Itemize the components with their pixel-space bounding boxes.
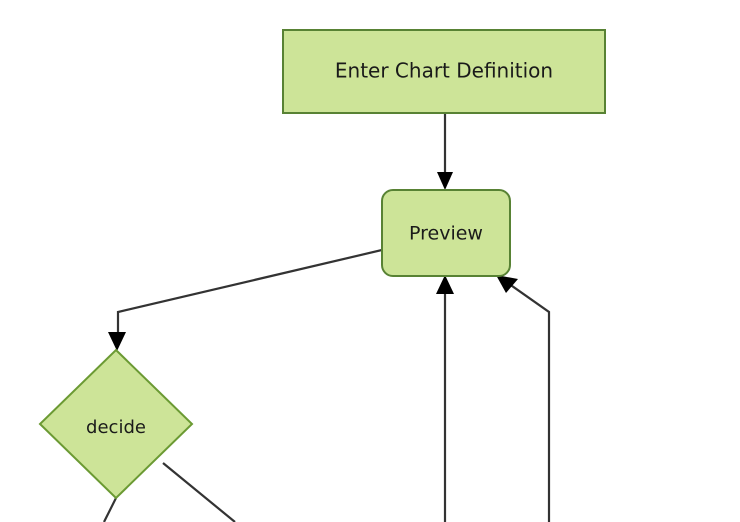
node-preview-label: Preview bbox=[409, 223, 483, 245]
edge-bottom-left-to-preview bbox=[436, 275, 454, 522]
edge-line bbox=[504, 280, 551, 522]
node-preview-shape[interactable] bbox=[381, 189, 511, 277]
edge-line bbox=[116, 248, 383, 341]
edge-preview-to-decide bbox=[108, 248, 383, 351]
node-enter-chart-definition-shape[interactable] bbox=[282, 29, 606, 114]
arrowhead-icon bbox=[108, 332, 126, 351]
edge-decide-to-below-right bbox=[162, 462, 236, 522]
arrowhead-icon bbox=[496, 275, 518, 293]
node-decide[interactable]: decide bbox=[38, 348, 194, 500]
arrowhead-icon bbox=[437, 172, 453, 190]
edge-line bbox=[162, 462, 236, 522]
node-preview[interactable]: Preview bbox=[381, 189, 511, 277]
edge-decide-to-below-left bbox=[103, 497, 117, 522]
node-enter-chart-definition-label: Enter Chart Definition bbox=[335, 59, 553, 83]
arrowhead-icon bbox=[436, 275, 454, 294]
edge-enter-to-preview bbox=[437, 113, 453, 190]
edge-bottom-right-to-preview bbox=[496, 275, 551, 522]
node-decide-shape[interactable] bbox=[38, 348, 194, 500]
node-enter-chart-definition[interactable]: Enter Chart Definition bbox=[282, 29, 606, 114]
node-decide-label: decide bbox=[86, 417, 146, 438]
edge-line bbox=[103, 497, 117, 522]
